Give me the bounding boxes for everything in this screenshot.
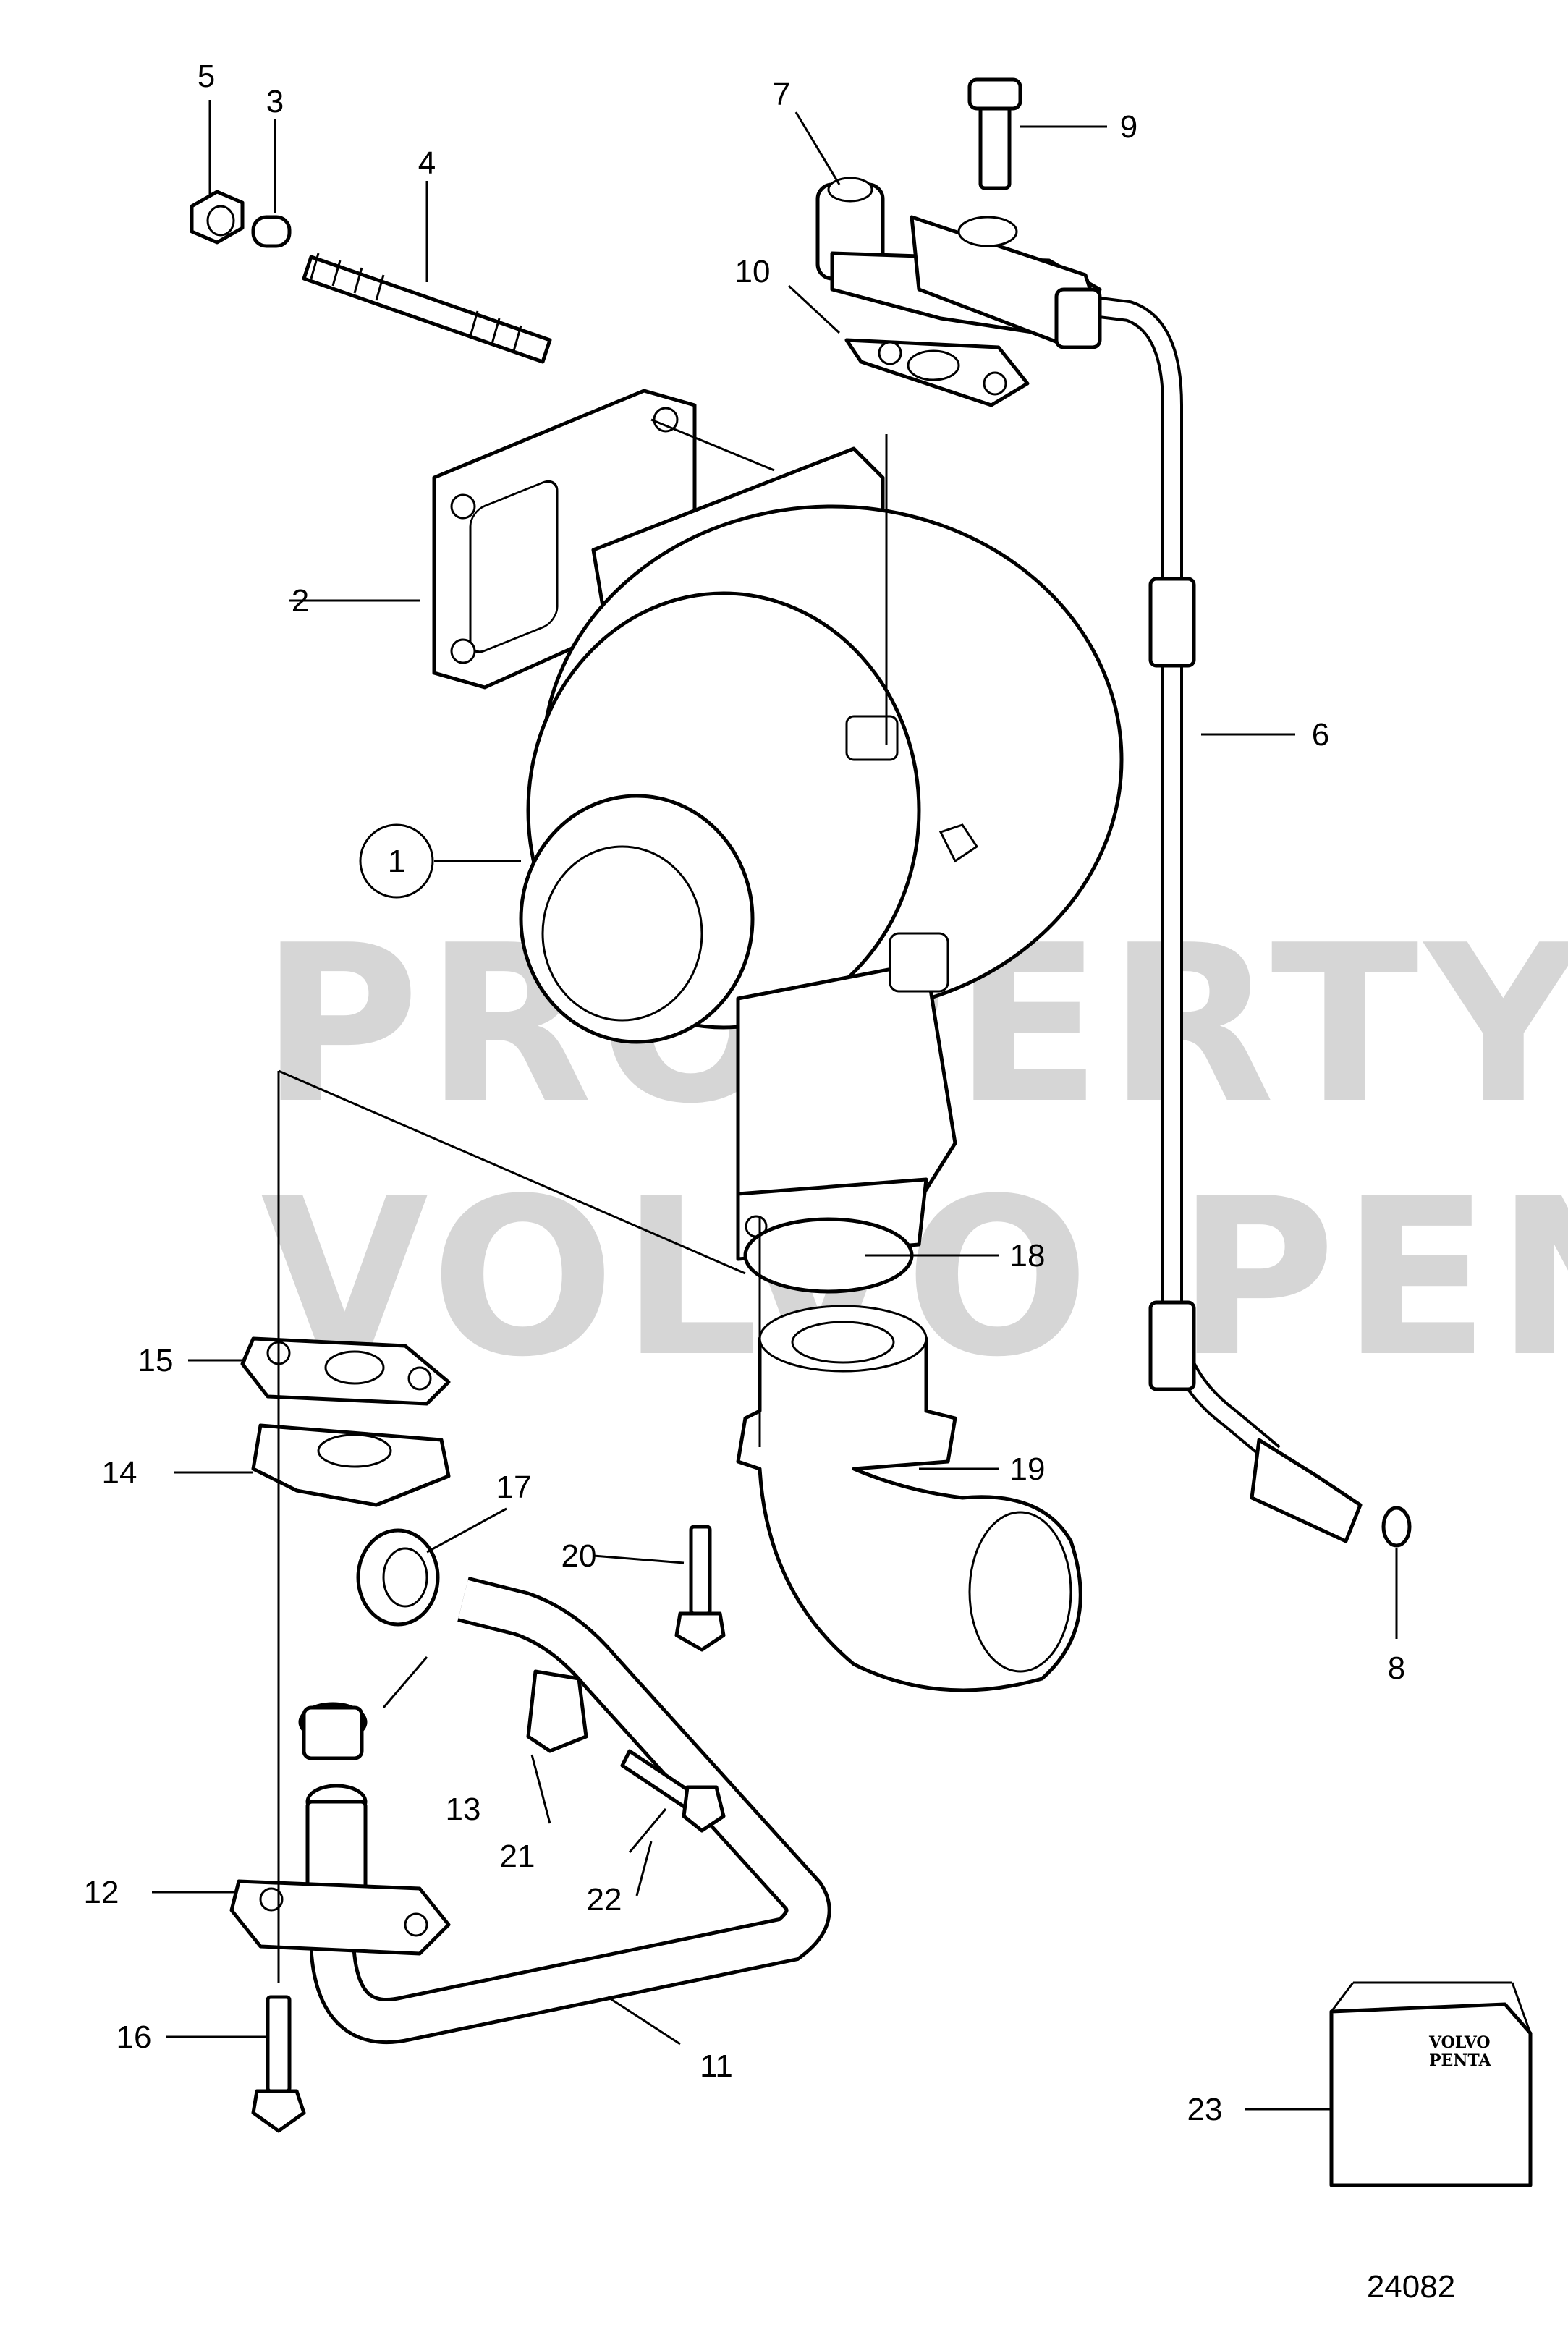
callout-2: 2	[292, 583, 309, 619]
figure-number: 24082	[1367, 2269, 1455, 2305]
callout-6: 6	[1312, 717, 1329, 753]
gasket-kit: VOLVO PENTA	[1329, 1981, 1533, 2187]
callout-15: 15	[138, 1343, 174, 1378]
callout-17: 17	[496, 1470, 532, 1505]
callout-12: 12	[84, 1875, 119, 1910]
callout-3: 3	[266, 84, 284, 119]
callout-7: 7	[773, 77, 790, 112]
callout-labels: 1 2 3 4 5 6 7 8 9 10 11 12 13 14 15 16 1…	[84, 59, 1406, 2127]
callout-13: 13	[446, 1792, 481, 1827]
callout-16: 16	[116, 2019, 152, 2055]
callout-4: 4	[418, 145, 436, 181]
callout-22: 22	[587, 1882, 622, 1917]
callout-19: 19	[1010, 1451, 1046, 1487]
outlet-elbow	[674, 1217, 1082, 1692]
callout-23: 23	[1187, 2092, 1223, 2127]
oil-inlet-connector	[815, 77, 1102, 407]
callout-10: 10	[735, 254, 771, 289]
callout-1-ring	[359, 823, 434, 899]
callout-8: 8	[1388, 1650, 1405, 1686]
stud-washer-nut	[190, 190, 552, 364]
callout-14: 14	[102, 1455, 137, 1491]
callout-5: 5	[198, 59, 215, 94]
leader-lines	[152, 100, 1398, 2111]
callout-18: 18	[1010, 1238, 1046, 1273]
callout-21: 21	[500, 1839, 535, 1874]
kit-logo-line-1: VOLVO	[1428, 2033, 1491, 2052]
drain-gasket-bracket	[240, 1336, 451, 1507]
callout-20: 20	[561, 1538, 597, 1574]
oil-drain-pipe	[229, 1528, 831, 2133]
oil-feed-pipe	[1054, 287, 1412, 1548]
callout-11: 11	[700, 2048, 733, 2084]
callout-1: 1	[388, 844, 405, 879]
callout-9: 9	[1120, 109, 1137, 145]
kit-logo-line-2: PENTA	[1429, 2051, 1492, 2070]
